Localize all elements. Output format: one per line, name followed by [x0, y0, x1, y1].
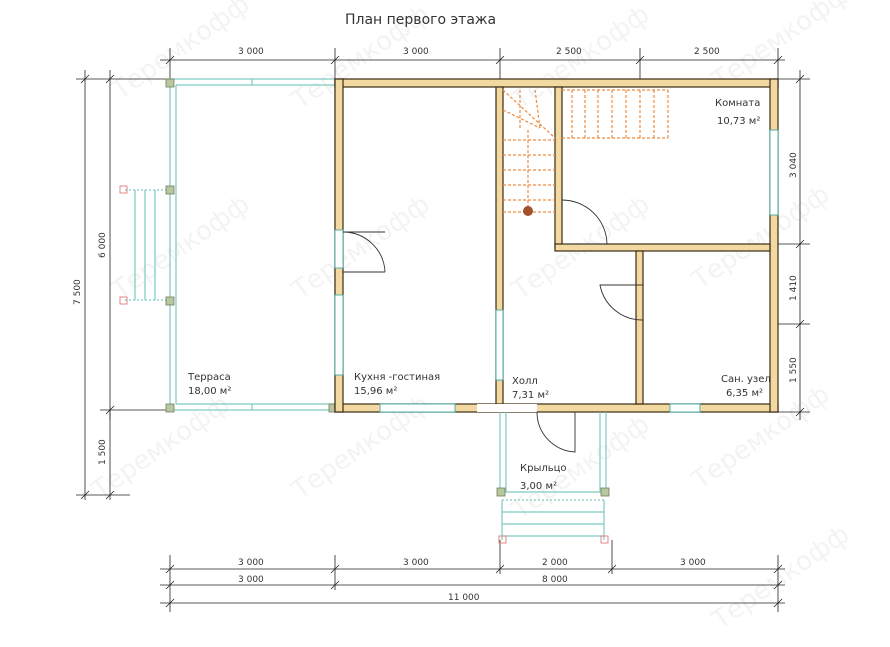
room-area-hall: 7,31 м² [512, 390, 549, 401]
bottom-dimensions: 3 000 3 000 2 000 3 000 3 000 8 000 11 0… [160, 540, 785, 612]
top-dimensions: 3 000 3 000 2 500 2 500 [160, 47, 785, 82]
dim-label: 1 410 [789, 275, 799, 301]
window [495, 309, 504, 381]
watermark: Теремкофф [686, 179, 835, 296]
dim-label: 2 500 [694, 47, 720, 57]
room-name-kitchen: Кухня -гостиная [354, 372, 440, 383]
dim-label: 6 000 [98, 232, 108, 258]
stair-newel [523, 206, 533, 216]
watermark: Теремкофф [506, 0, 655, 116]
watermark: Теремкофф [106, 0, 255, 106]
room-area-bath: 6,35 м² [726, 388, 763, 399]
dim-label: 11 000 [448, 593, 480, 603]
dim-label: 2 500 [556, 47, 582, 57]
dim-label: 3 000 [238, 47, 264, 57]
stairs [502, 89, 669, 216]
watermark: Теремкофф [286, 189, 435, 306]
terrace [119, 78, 338, 413]
windows [334, 129, 779, 413]
window [669, 403, 701, 413]
room-name-room: Комната [715, 98, 760, 109]
window [334, 294, 344, 376]
window [379, 403, 456, 413]
watermark: Теремкофф [86, 389, 235, 506]
watermark: Теремкофф [706, 519, 855, 636]
dim-label: 3 000 [238, 558, 264, 568]
left-dimensions: 7 500 6 000 1 500 [73, 70, 170, 500]
room-area-room: 10,73 м² [717, 116, 760, 127]
room-area-porch: 3,00 м² [520, 481, 557, 492]
dim-label: 3 000 [403, 558, 429, 568]
dim-label: 7 500 [73, 279, 83, 305]
walls [334, 78, 779, 413]
watermark-layer: Теремкофф Теремкофф Теремкофф Теремкофф … [86, 0, 855, 636]
room-area-kitchen: 15,96 м² [354, 386, 397, 397]
dim-label: 3 000 [238, 575, 264, 585]
dim-label: 3 040 [789, 152, 799, 178]
room-name-porch: Крыльцо [520, 463, 567, 474]
dim-label: 1 500 [98, 439, 108, 465]
room-labels: Терраса 18,00 м² Кухня -гостиная 15,96 м… [187, 98, 771, 492]
watermark: Теремкофф [106, 189, 255, 306]
window [769, 129, 779, 216]
porch [496, 412, 610, 544]
room-name-terrace: Терраса [187, 372, 231, 383]
room-name-hall: Холл [512, 376, 538, 387]
room-name-bath: Сан. узел [721, 374, 771, 385]
dim-label: 3 000 [680, 558, 706, 568]
dim-label: 3 000 [403, 47, 429, 57]
right-dimensions: 3 040 1 410 1 550 [778, 70, 810, 420]
doors [342, 199, 644, 453]
dim-label: 8 000 [542, 575, 568, 585]
dim-label: 2 000 [542, 558, 568, 568]
dim-label: 1 550 [789, 357, 799, 383]
plan-title: План первого этажа [345, 12, 496, 28]
window [334, 229, 344, 269]
room-area-terrace: 18,00 м² [188, 386, 231, 397]
